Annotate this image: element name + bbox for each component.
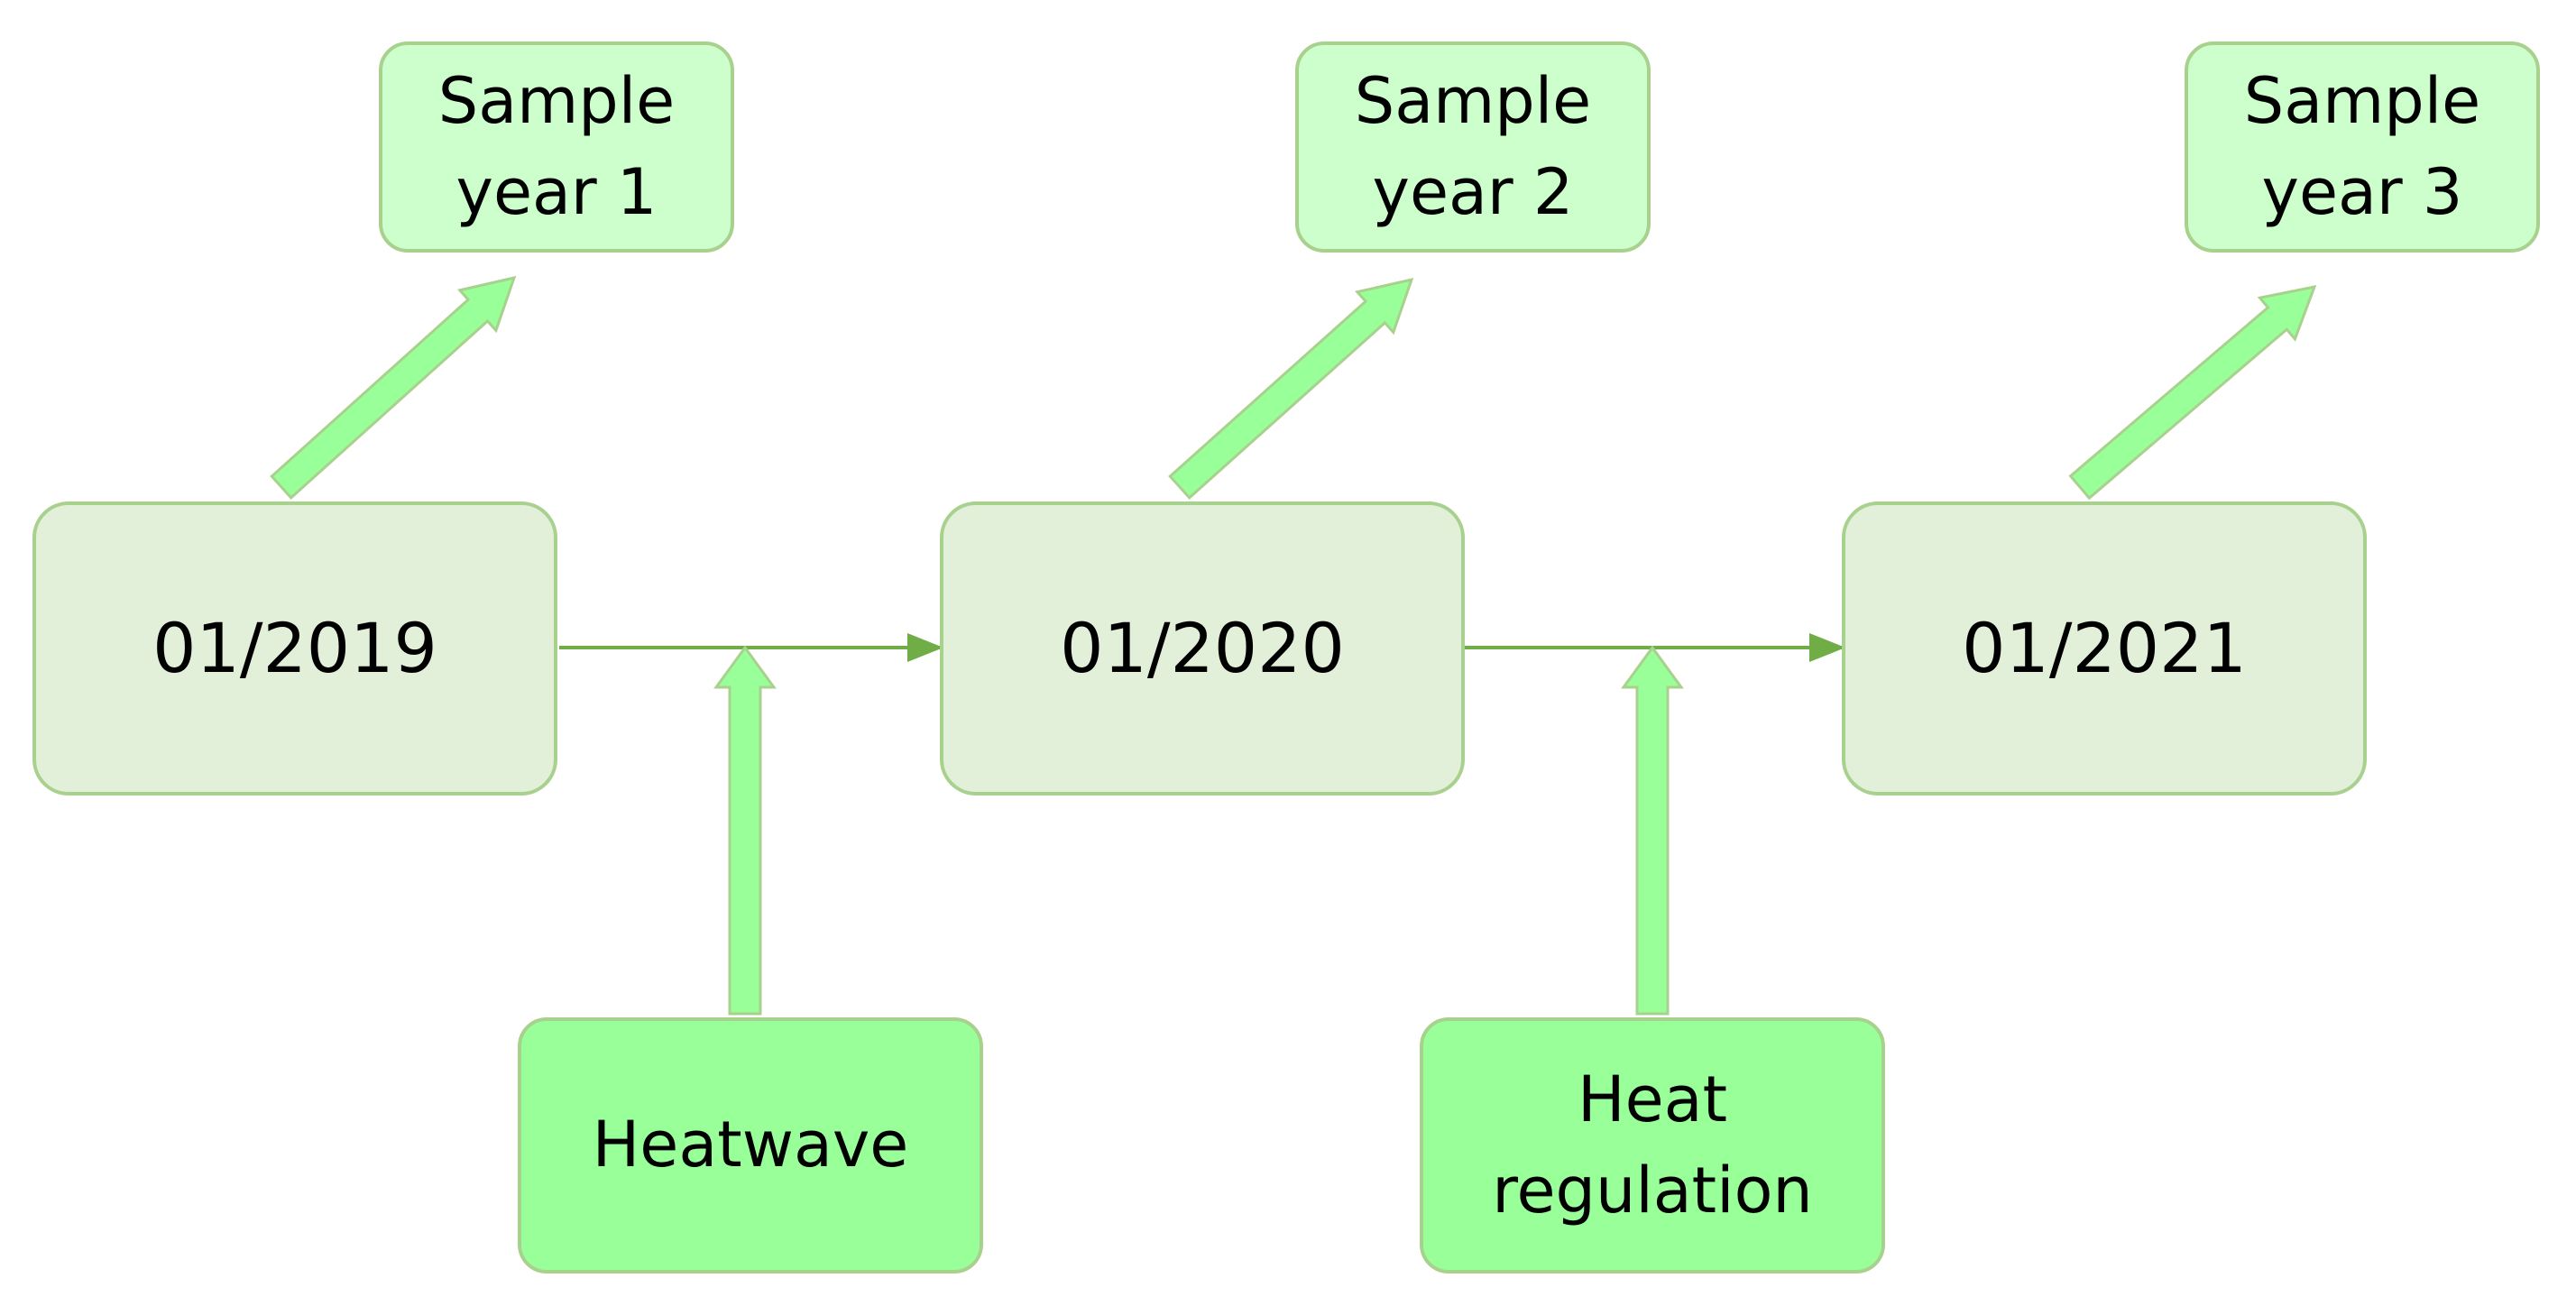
date-label-2021: 01/2021 — [1962, 608, 2247, 689]
date-box-2020: 01/2020 — [940, 501, 1465, 795]
event-label-heat-regulation: Heat regulation — [1492, 1062, 1813, 1228]
event-arrow-heatwave — [713, 645, 777, 1016]
date-box-2019: 01/2019 — [32, 501, 557, 795]
event-box-heat-regulation: Heat regulation — [1420, 1017, 1885, 1274]
date-label-2019: 01/2019 — [152, 608, 437, 689]
sample-arrow-year-1 — [270, 275, 517, 501]
sample-arrow-year-3 — [2068, 284, 2317, 501]
sample-label-year-2: Sample year 2 — [1354, 63, 1592, 230]
date-box-2021: 01/2021 — [1842, 501, 2367, 795]
date-label-2020: 01/2020 — [1060, 608, 1345, 689]
sample-box-year-1: Sample year 1 — [379, 41, 734, 253]
sample-arrow-year-2 — [1168, 277, 1414, 501]
sample-box-year-2: Sample year 2 — [1295, 41, 1651, 253]
sample-label-year-1: Sample year 1 — [437, 63, 676, 230]
event-label-heatwave: Heatwave — [592, 1108, 909, 1182]
sample-box-year-3: Sample year 3 — [2185, 41, 2540, 253]
sample-label-year-3: Sample year 3 — [2243, 63, 2481, 230]
event-arrow-heat-regulation — [1621, 645, 1684, 1016]
event-box-heatwave: Heatwave — [518, 1017, 983, 1274]
